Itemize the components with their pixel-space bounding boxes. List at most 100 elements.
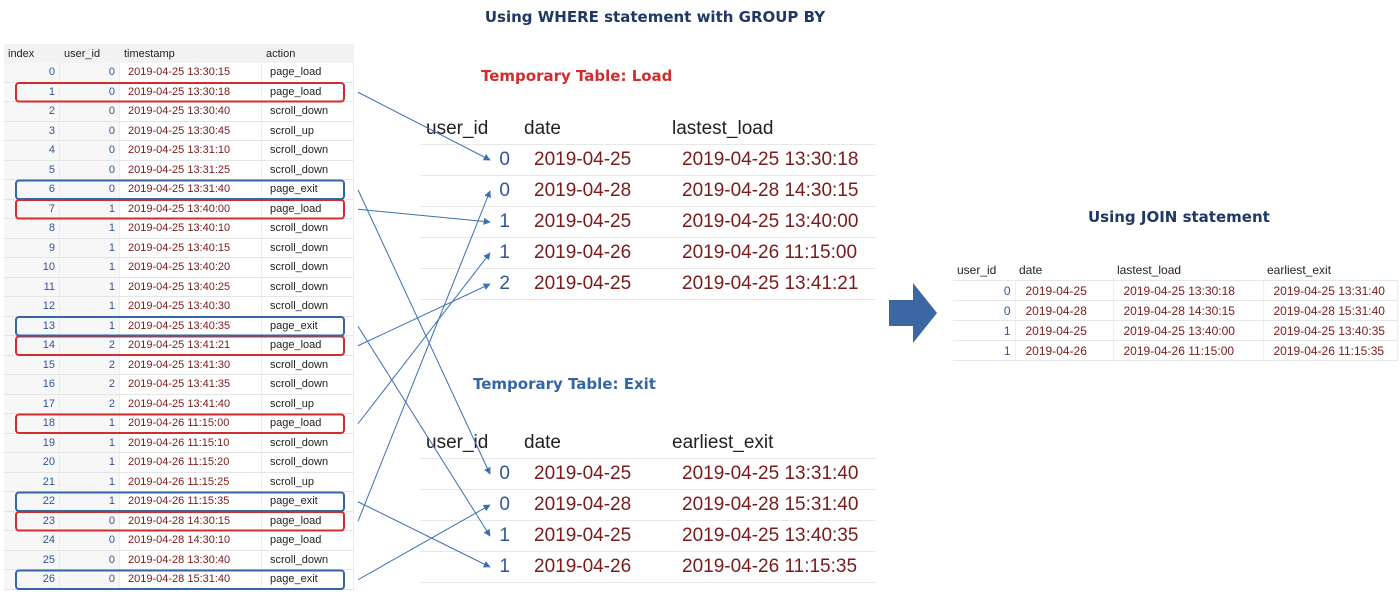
column-header: earliest_exit (666, 427, 876, 459)
column-header: action (262, 44, 354, 63)
load-table-title: Temporary Table: Load (481, 67, 673, 85)
table-cell: scroll_down (262, 550, 354, 570)
table-cell: 2019-04-25 13:41:30 (120, 355, 262, 375)
table-cell: 2019-04-25 13:30:18 (666, 144, 876, 176)
table-cell: 2019-04-28 15:31:40 (1263, 300, 1398, 321)
table-cell: 2019-04-25 13:40:15 (120, 238, 262, 258)
table-cell: 2019-04-25 (1015, 280, 1114, 301)
table-cell: page_load (262, 511, 354, 531)
table-cell: 3 (4, 121, 60, 141)
table-cell: 1 (60, 297, 120, 317)
table-cell: 7 (4, 199, 60, 219)
table-cell: 1 (60, 238, 120, 258)
column-header: earliest_exit (1263, 259, 1397, 281)
table-cell: scroll_up (262, 121, 354, 141)
column-header: date (518, 427, 666, 459)
table-cell: 13 (4, 316, 60, 336)
table-cell: page_exit (262, 570, 354, 590)
table-cell: 0 (4, 63, 60, 83)
table-cell: 2 (420, 268, 518, 300)
table-cell: 12 (4, 297, 60, 317)
table-cell: 2019-04-25 13:30:18 (1113, 280, 1264, 301)
table-cell: 2019-04-25 13:41:21 (666, 268, 876, 300)
table-cell: 2019-04-25 (518, 144, 666, 176)
table-cell: scroll_up (262, 394, 354, 414)
column-header: timestamp (120, 44, 262, 63)
table-cell: 16 (4, 375, 60, 395)
table-cell: 2019-04-26 11:15:35 (666, 551, 876, 583)
table-cell: 2 (60, 394, 120, 414)
table-cell: scroll_down (262, 453, 354, 473)
table-cell: 2019-04-26 11:15:25 (120, 472, 262, 492)
table-cell: 2019-04-28 (1015, 300, 1114, 321)
table-cell: 2019-04-26 11:15:00 (1113, 340, 1264, 361)
column-header: date (518, 113, 666, 145)
table-cell: 1 (60, 472, 120, 492)
table-cell: 2019-04-25 13:40:30 (120, 297, 262, 317)
table-cell: 19 (4, 433, 60, 453)
table-cell: 2019-04-26 (518, 237, 666, 269)
table-cell: 0 (60, 550, 120, 570)
table-cell: page_load (262, 414, 354, 434)
table-cell: 2019-04-25 13:31:25 (120, 160, 262, 180)
table-cell: 2019-04-25 13:30:45 (120, 121, 262, 141)
table-cell: 15 (4, 355, 60, 375)
column-header: index (4, 44, 60, 63)
table-cell: scroll_down (262, 375, 354, 395)
table-cell: 0 (60, 531, 120, 551)
table-cell: 2019-04-25 13:40:25 (120, 277, 262, 297)
table-cell: 1 (60, 433, 120, 453)
table-cell: 5 (4, 160, 60, 180)
table-cell: 20 (4, 453, 60, 473)
table-cell: 1 (420, 206, 518, 238)
table-cell: 0 (60, 511, 120, 531)
table-cell: 0 (953, 280, 1016, 301)
column-header: date (1015, 259, 1113, 281)
table-cell: 2019-04-28 14:30:15 (1113, 300, 1264, 321)
table-cell: 17 (4, 394, 60, 414)
column-header: user_id (420, 113, 518, 145)
table-cell: 2019-04-28 (518, 489, 666, 521)
table-cell: 0 (420, 144, 518, 176)
table-cell: 2019-04-25 13:40:20 (120, 258, 262, 278)
table-cell: 2019-04-25 13:41:35 (120, 375, 262, 395)
table-cell: 0 (60, 82, 120, 102)
table-cell: scroll_down (262, 433, 354, 453)
table-cell: 2019-04-25 13:40:00 (1113, 320, 1264, 341)
table-cell: 1 (60, 258, 120, 278)
table-cell: 2 (60, 336, 120, 356)
table-cell: 2019-04-25 (1015, 320, 1114, 341)
table-cell: 2019-04-28 14:30:10 (120, 531, 262, 551)
table-cell: scroll_up (262, 472, 354, 492)
table-cell: 2019-04-25 13:40:35 (666, 520, 876, 552)
table-cell: 4 (4, 141, 60, 161)
table-cell: scroll_down (262, 277, 354, 297)
table-cell: scroll_down (262, 355, 354, 375)
table-cell: 1 (420, 237, 518, 269)
table-cell: 23 (4, 511, 60, 531)
table-cell: 2019-04-25 (518, 458, 666, 490)
table-cell: 0 (60, 141, 120, 161)
table-cell: page_load (262, 336, 354, 356)
